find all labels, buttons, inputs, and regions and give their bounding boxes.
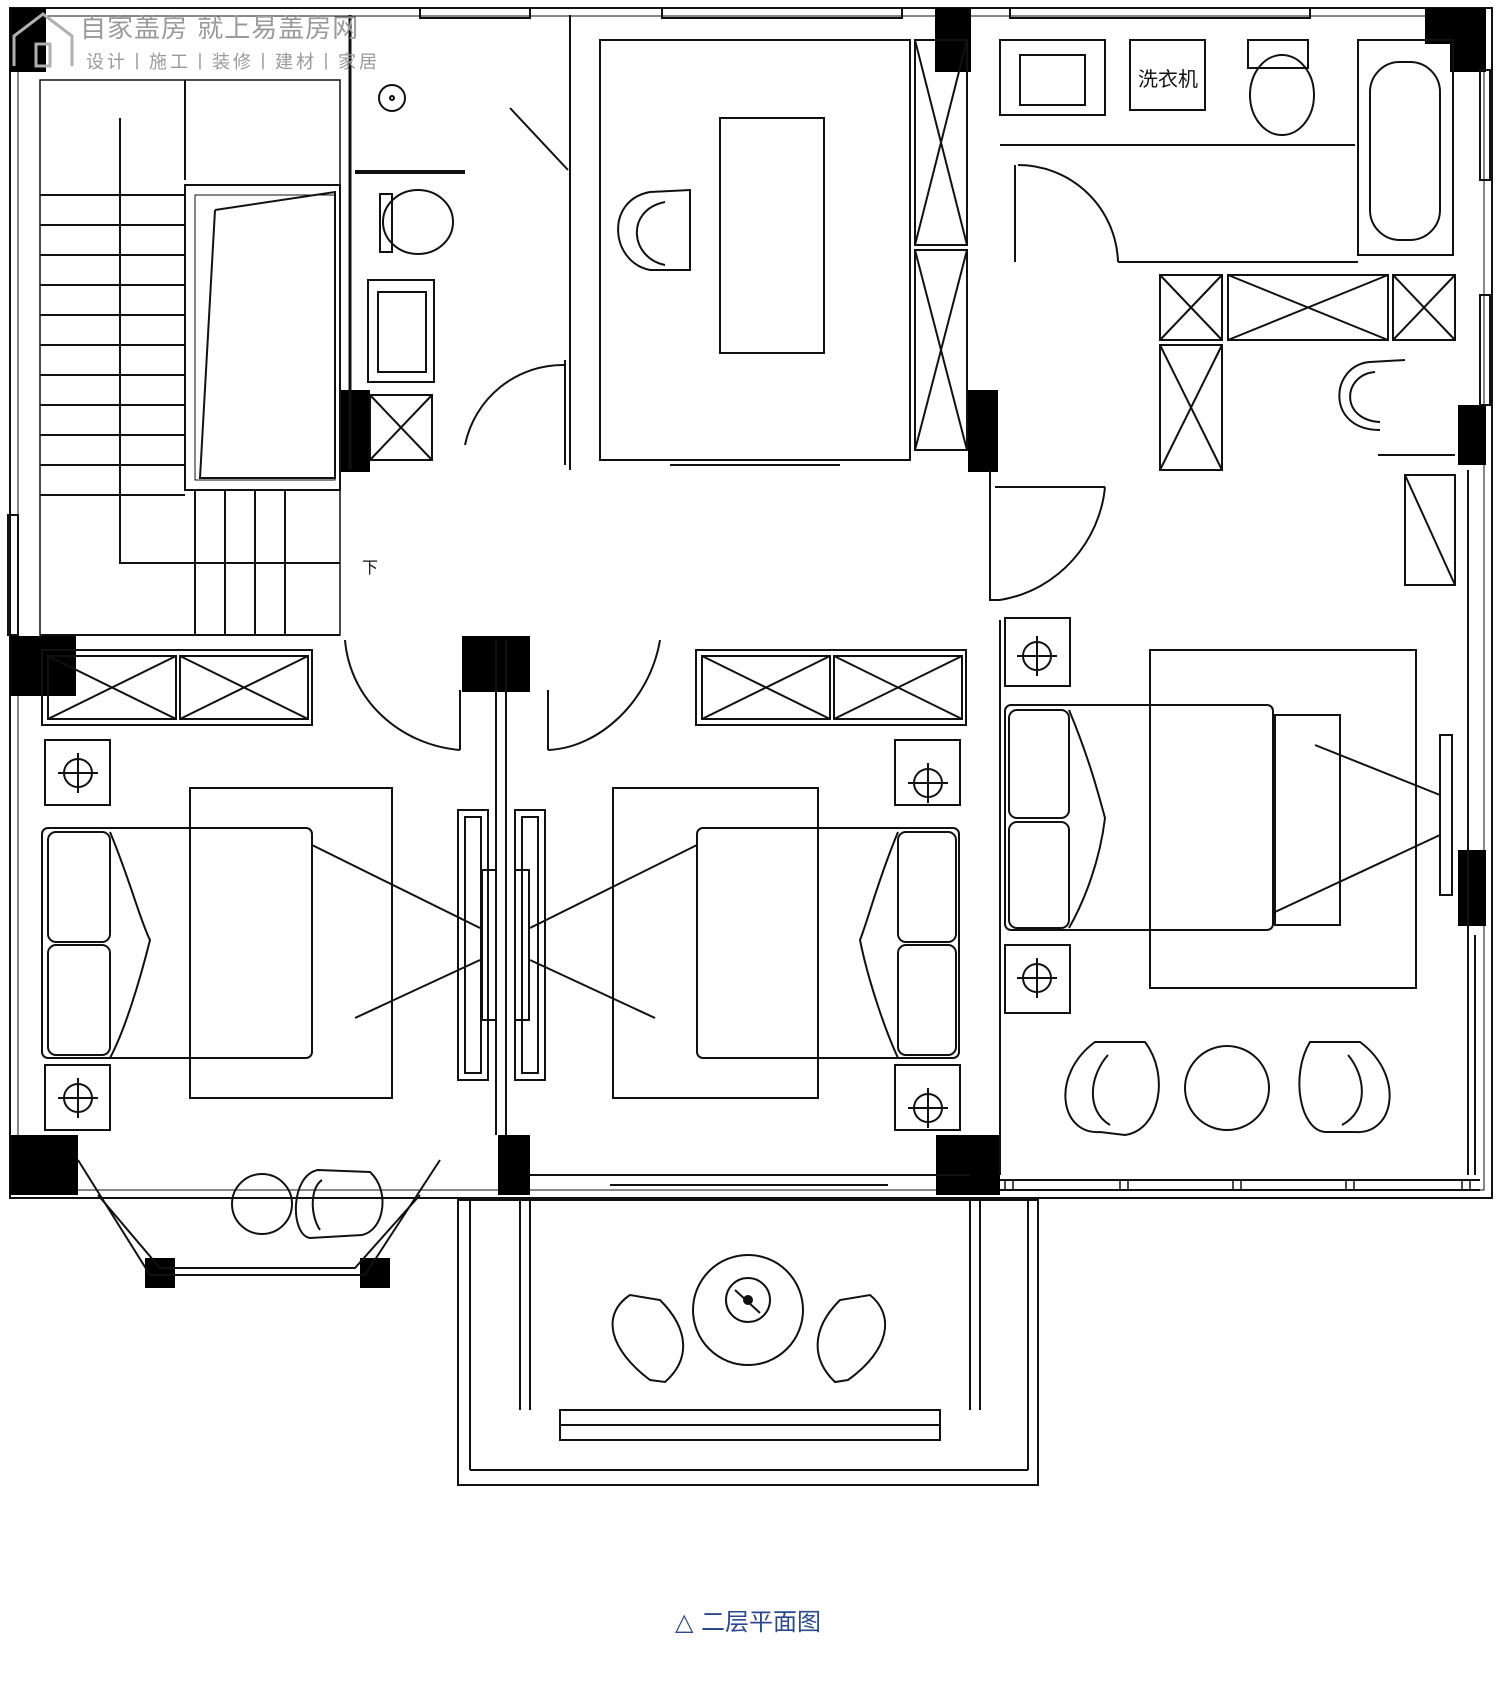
bedroom-left bbox=[40, 634, 481, 1276]
study-room bbox=[599, 39, 911, 466]
bedroom-right bbox=[999, 470, 1480, 1191]
washing-machine-label: 洗衣机 bbox=[1138, 67, 1198, 91]
wardrobe-column bbox=[914, 39, 968, 451]
logo-subtitle: 设计丨施工丨装修丨建材丨家居 bbox=[86, 52, 380, 73]
wall-columns bbox=[10, 8, 1486, 1288]
logo-title: 自家盖房 就上易盖房网 bbox=[80, 14, 360, 44]
center-divider bbox=[457, 640, 546, 1135]
outer-walls bbox=[9, 7, 1493, 1199]
window-marks bbox=[7, 7, 1491, 636]
house-logo-icon bbox=[12, 12, 74, 68]
walk-in-closet bbox=[1159, 274, 1456, 586]
master-bathroom bbox=[999, 39, 1454, 263]
railing-posts bbox=[1004, 1179, 1471, 1191]
balcony bbox=[457, 1199, 1039, 1486]
small-bathroom bbox=[348, 15, 571, 470]
plan-caption: △ 二层平面图 bbox=[674, 1608, 822, 1636]
bedroom-middle bbox=[529, 649, 970, 1186]
logo bbox=[8, 8, 408, 78]
hall-doors bbox=[344, 470, 1106, 751]
stairs-down-label: 下 bbox=[362, 558, 378, 577]
stairwell bbox=[39, 79, 341, 636]
